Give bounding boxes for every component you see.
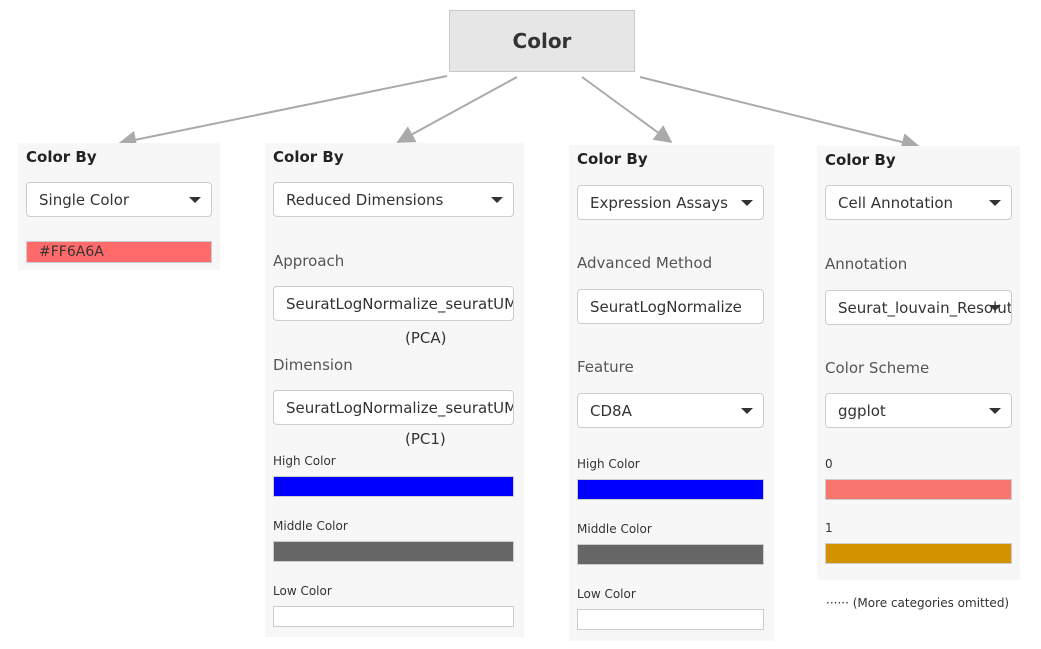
high-color-label: High Color — [273, 454, 336, 468]
middle-color-swatch[interactable] — [273, 541, 514, 562]
single-color-input[interactable]: #FF6A6A — [26, 241, 212, 263]
caret-down-icon — [741, 199, 753, 206]
annotation-label: Annotation — [825, 255, 908, 273]
high-color-label: High Color — [577, 457, 640, 471]
category-0-label: 0 — [825, 457, 833, 471]
caret-down-icon — [189, 196, 201, 203]
category-1-swatch[interactable] — [825, 543, 1012, 564]
select-value: Single Color — [39, 190, 130, 209]
approach-overflow-text: (PCA) — [405, 329, 447, 347]
category-1-label: 1 — [825, 521, 833, 535]
approach-label: Approach — [273, 252, 345, 270]
select-value: Cell Annotation — [838, 193, 954, 212]
panel-title: Color By — [577, 150, 648, 168]
color-by-select[interactable]: Expression Assays — [577, 185, 764, 220]
middle-color-label: Middle Color — [273, 519, 348, 533]
arrow-to-reduced-dimensions — [396, 76, 518, 143]
high-color-swatch[interactable] — [577, 479, 764, 500]
select-value: Reduced Dimensions — [286, 190, 444, 209]
arrow-to-cell-annotation — [639, 76, 920, 151]
middle-color-swatch[interactable] — [577, 544, 764, 565]
advanced-method-label: Advanced Method — [577, 254, 713, 272]
select-value: ggplot — [838, 401, 886, 420]
color-root-node: Color — [449, 10, 635, 72]
caret-down-icon — [989, 304, 1001, 311]
annotation-select[interactable]: Seurat_louvain_Resolution — [825, 290, 1012, 325]
select-value: Seurat_louvain_Resolution — [838, 298, 1011, 317]
low-color-swatch[interactable] — [273, 606, 514, 627]
advanced-method-select[interactable]: SeuratLogNormalize — [577, 289, 764, 324]
low-color-swatch[interactable] — [577, 609, 764, 630]
caret-down-icon — [741, 407, 753, 414]
select-value: SeuratLogNormalize — [590, 297, 742, 316]
middle-color-label: Middle Color — [577, 522, 652, 536]
approach-select[interactable]: SeuratLogNormalize_seuratUMAP — [273, 286, 514, 321]
select-value: SeuratLogNormalize_seuratUMAP — [286, 294, 514, 313]
high-color-swatch[interactable] — [273, 476, 514, 497]
panel-title: Color By — [825, 151, 896, 169]
dimension-overflow-text: (PC1) — [405, 430, 446, 448]
dimension-select[interactable]: SeuratLogNormalize_seuratUMAP — [273, 390, 514, 425]
low-color-label: Low Color — [577, 587, 636, 601]
panel-title: Color By — [26, 148, 97, 166]
select-value: SeuratLogNormalize_seuratUMAP — [286, 398, 514, 417]
select-value: Expression Assays — [590, 193, 728, 212]
arrow-to-expression-assays — [581, 76, 673, 144]
caret-down-icon — [989, 199, 1001, 206]
single-color-value: #FF6A6A — [39, 244, 104, 260]
select-value: CD8A — [590, 401, 632, 420]
caret-down-icon — [989, 407, 1001, 414]
category-0-swatch[interactable] — [825, 479, 1012, 500]
dimension-label: Dimension — [273, 356, 353, 374]
low-color-label: Low Color — [273, 584, 332, 598]
panel-title: Color By — [273, 148, 344, 166]
more-categories-note: ······ (More categories omitted) — [826, 596, 1010, 610]
color-by-select[interactable]: Cell Annotation — [825, 185, 1012, 220]
arrow-to-single-color — [118, 75, 448, 149]
caret-down-icon — [491, 196, 503, 203]
feature-label: Feature — [577, 358, 634, 376]
feature-select[interactable]: CD8A — [577, 393, 764, 428]
color-scheme-select[interactable]: ggplot — [825, 393, 1012, 428]
color-by-select[interactable]: Reduced Dimensions — [273, 182, 514, 217]
color-scheme-label: Color Scheme — [825, 359, 930, 377]
color-by-select[interactable]: Single Color — [26, 182, 212, 217]
